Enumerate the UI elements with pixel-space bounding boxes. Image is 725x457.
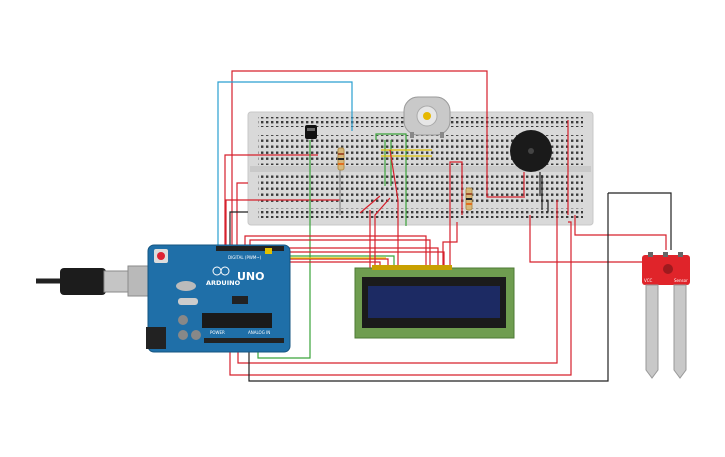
analog-label: ANALOG IN [248,330,270,335]
wire-black [248,193,609,382]
lcd-screen [368,286,500,318]
power-jack [146,327,166,349]
wire-red [574,215,667,250]
arduino-board[interactable]: DIGITAL (PWM~) ARDUINO UNO POWER ANALOG … [146,244,291,353]
power-label: POWER [210,330,225,335]
analog-header [204,338,284,343]
wire-red [236,182,248,245]
lcd-display[interactable] [354,265,515,339]
sensor-label-signal: Sensor [674,278,688,283]
wire-red [389,149,399,268]
soil-moisture-sensor[interactable]: VCC Sensor [642,252,690,379]
wire-red [231,70,525,245]
wire-red [442,222,458,268]
power-rail-bottom [258,208,583,218]
breadboard-center-channel [250,166,591,172]
wire-green [375,133,407,226]
wire-red [224,154,318,245]
terminal-strip-bottom [258,173,583,203]
model-label: UNO [237,270,265,283]
wire-red [276,251,445,268]
resistor[interactable] [337,147,345,171]
digital-label: DIGITAL (PWM~) [228,255,262,260]
wire-red [374,197,391,268]
digital-header [216,246,284,251]
resistor[interactable] [465,187,473,211]
temperature-sensor[interactable] [305,125,317,139]
wire-red [449,161,463,268]
brand-label: ARDUINO [206,279,241,287]
wire-red [249,239,431,268]
usb-cable [36,265,159,297]
wire-red [244,235,427,268]
wire-black [608,192,672,250]
wire-black [229,211,248,245]
wire-red [359,195,381,214]
microcontroller-chip [202,313,272,328]
dc-motor[interactable] [403,96,451,138]
wire-red [229,120,572,376]
sensor-label-vcc: VCC [644,278,653,283]
wire-red [225,199,340,245]
piezo-buzzer[interactable] [510,130,552,196]
wire-blue [217,81,353,245]
wires[interactable] [217,70,672,382]
wire-red [271,247,439,268]
wire-green [281,255,395,268]
reset-button-icon[interactable] [157,252,165,260]
